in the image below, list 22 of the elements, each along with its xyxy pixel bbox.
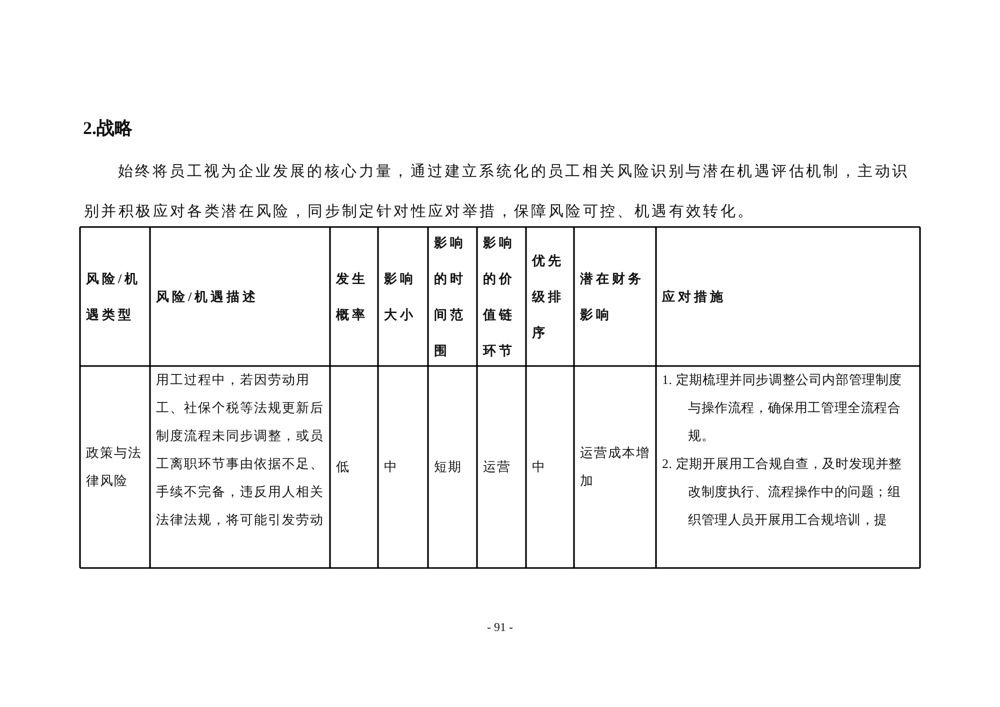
table-cell-text: 低 xyxy=(336,458,351,476)
section-heading: 2.战略 xyxy=(83,117,132,140)
column-header: 风险/机遇类型 xyxy=(86,270,142,324)
column-header: 风险/机遇描述 xyxy=(156,288,260,306)
table-cell-text: 运营成本增加 xyxy=(580,444,650,490)
table-cell-text: 中 xyxy=(384,458,399,476)
column-header: 影响大小 xyxy=(384,270,417,324)
column-header: 潜在财务影响 xyxy=(580,270,645,324)
list-item: 2. 定期开展用工合规自查，及时发现并整改制度执行、流程操作中的问题；组织管理人员开展用工合规培训，提 xyxy=(662,455,903,529)
table-cell-text: 政策与法律风险 xyxy=(86,444,143,490)
column-header: 应对措施 xyxy=(662,288,727,306)
column-header: 影响的时间范围 xyxy=(434,234,467,360)
column-header: 发生概率 xyxy=(336,270,369,324)
column-header: 优先级排序 xyxy=(532,252,565,342)
page-number: - 91 - xyxy=(486,620,514,635)
table-cell-text: 运营 xyxy=(483,458,512,476)
list-item: 1. 定期梳理并同步调整公司内部管理制度与操作流程，确保用工管理全流程合规。 xyxy=(662,371,903,445)
intro-paragraph: 始终将员工视为企业发展的核心力量，通过建立系统化的员工相关风险识别与潜在机遇评估机制，主动识别并积极应对各类潜在风险，同步制定针对性应对举措，保障风险可控、机遇有效转化。 xyxy=(84,162,910,222)
table-cell-text: 用工过程中，若因劳动用工、社保个税等法规更新后制度流程未同步调整，或员工离职环节事由依据不足、手续不完备，违反用人相关法律法规，将可能引发劳动 xyxy=(156,371,324,529)
column-header: 影响的价值链环节 xyxy=(483,234,516,360)
table-cell-text: 中 xyxy=(532,458,547,476)
table-cell-text: 短期 xyxy=(434,458,463,476)
